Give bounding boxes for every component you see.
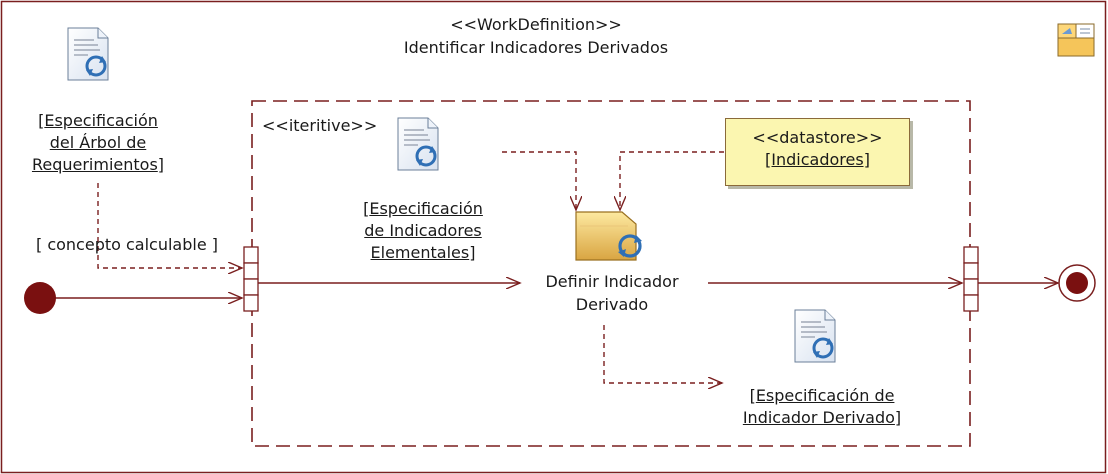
iterative-stereotype: <<iteritive>>	[262, 116, 378, 135]
final-node	[1058, 264, 1096, 302]
artifact-indicadores-elementales[interactable]: Especificación de Indicadores Elementale…	[343, 198, 503, 264]
work-definition-name: Identificar Indicadores Derivados	[403, 38, 669, 57]
document-icon	[396, 116, 440, 172]
artifact-label-line: del Árbol de	[49, 133, 147, 152]
artifact-label-line: de Indicadores	[364, 221, 482, 240]
activity-label-line-2[interactable]: Derivado	[575, 295, 649, 314]
guard-condition: [ concepto calculable ]	[36, 235, 219, 254]
artifact-arbol-requerimientos[interactable]: Especificación del Árbol de Requerimient…	[18, 110, 178, 176]
flow-elementales-to-activity	[502, 151, 576, 210]
output-pins	[963, 246, 979, 312]
artifact-label-line: Especificación	[343, 198, 503, 220]
artifact-label-line: Especificación de	[722, 385, 922, 407]
datastore-name: [Indicadores]	[765, 150, 870, 169]
document-icon	[66, 26, 110, 82]
artifact-label-line: Especificación	[18, 110, 178, 132]
activity-label-line-1[interactable]: Definir Indicador	[545, 272, 679, 291]
datastore-stereotype: <<datastore>>	[752, 128, 883, 147]
flow-arbol-to-pin	[97, 183, 242, 268]
initial-node	[24, 282, 56, 314]
work-definition-icon	[1057, 23, 1095, 57]
datastore-indicadores[interactable]: <<datastore>> [Indicadores]	[725, 118, 910, 186]
artifact-label-line: Requerimientos	[18, 154, 178, 176]
activity-icon	[575, 211, 642, 261]
input-pins	[243, 246, 259, 312]
artifact-label-line: Indicador Derivado	[722, 407, 922, 429]
flow-activity-to-derivado	[603, 325, 722, 383]
artifact-indicador-derivado[interactable]: Especificación de Indicador Derivado	[722, 385, 922, 429]
flow-datastore-to-activity	[620, 151, 724, 210]
work-definition-stereotype: <<WorkDefinition>>	[450, 15, 622, 34]
artifact-label-line: Elementales	[343, 242, 503, 264]
document-icon	[793, 308, 837, 364]
